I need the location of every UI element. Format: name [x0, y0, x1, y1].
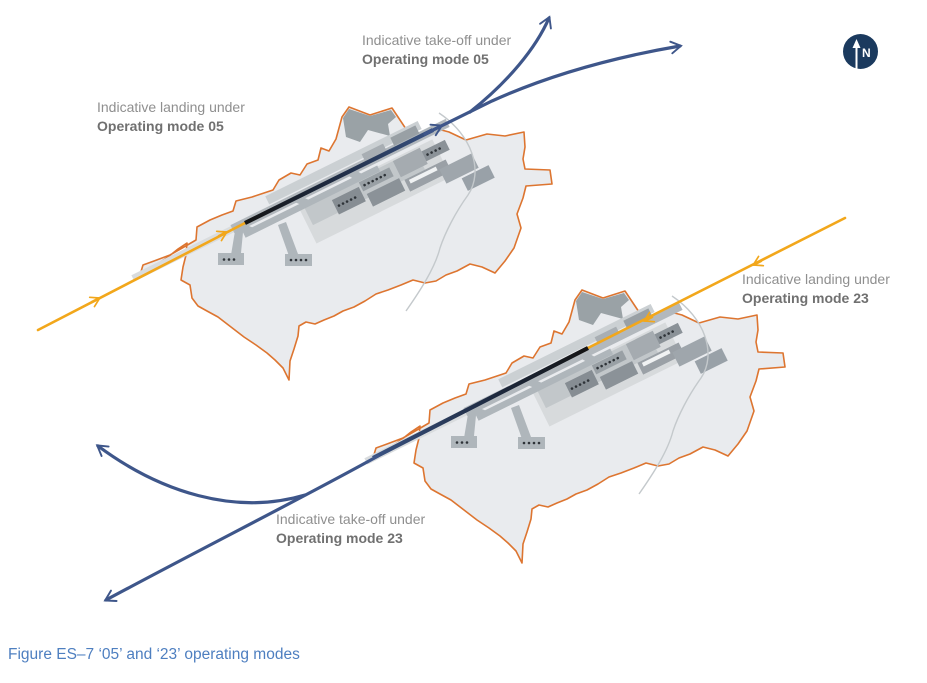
north-indicator: N — [843, 34, 878, 75]
takeoff-path-05-north — [468, 15, 552, 114]
north-arrow-icon: N — [852, 39, 871, 75]
landing-arrows-05 — [88, 230, 229, 308]
north-letter: N — [862, 46, 871, 60]
landing-path-05 — [36, 221, 247, 332]
takeoff-path-23-southwest — [103, 454, 380, 602]
label-takeoff-05-line1: Indicative take-off under — [362, 32, 512, 48]
label-landing-23-line1: Indicative landing under — [742, 271, 890, 287]
takeoff-path-05-east — [423, 40, 683, 136]
label-landing-05-line1: Indicative landing under — [97, 99, 245, 115]
mode-05-paths — [36, 15, 683, 332]
label-takeoff-05-line2: Operating mode 05 — [362, 50, 489, 67]
takeoff-path-23-west — [95, 444, 307, 505]
label-landing-23-line2: Operating mode 23 — [742, 289, 869, 306]
landing-arrows-23 — [642, 255, 765, 323]
label-takeoff-23-line1: Indicative take-off under — [276, 511, 426, 527]
label-landing-23: Indicative landing under Operating mode … — [742, 270, 890, 307]
label-takeoff-23: Indicative take-off under Operating mode… — [276, 510, 425, 547]
figure-caption: Figure ES–7 ‘05’ and ‘23’ operating mode… — [8, 646, 300, 663]
mode-23-paths — [95, 216, 847, 602]
label-landing-05-line2: Operating mode 05 — [97, 117, 224, 134]
runway-05 — [244, 128, 434, 225]
runway-23 — [372, 346, 589, 460]
label-takeoff-23-line2: Operating mode 23 — [276, 529, 403, 546]
site-map-05 — [125, 100, 553, 381]
label-takeoff-05: Indicative take-off under Operating mode… — [362, 31, 511, 68]
north-circle — [843, 34, 878, 69]
label-landing-05: Indicative landing under Operating mode … — [97, 98, 245, 135]
landing-path-23 — [586, 216, 847, 350]
